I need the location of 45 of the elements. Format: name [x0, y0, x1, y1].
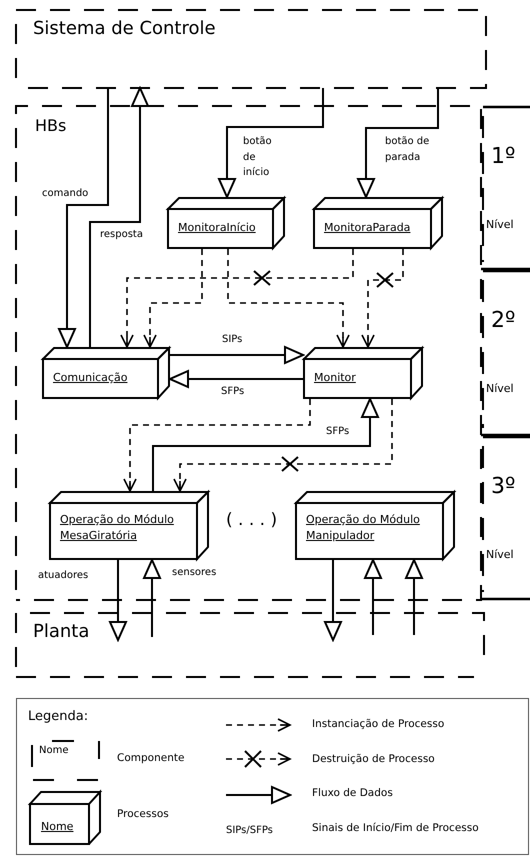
process-name: Operação do Módulo Manipulador	[306, 512, 421, 544]
arrow	[357, 88, 439, 198]
legend-label: Processos	[117, 807, 169, 822]
legend-label: Fluxo de Dados	[312, 786, 393, 801]
dashed-arrow	[143, 249, 203, 348]
level-number: 1º	[491, 144, 516, 170]
arrow	[170, 346, 304, 364]
ellipsis-text: ( . . . )	[226, 509, 278, 532]
edge-label: resposta	[100, 227, 143, 242]
arrow	[143, 559, 161, 637]
arrow	[109, 560, 127, 641]
level-number: 3º	[491, 474, 516, 500]
arrow	[152, 398, 379, 491]
level-label: Nível	[486, 382, 514, 396]
legend-label: Instanciação de Processo	[312, 717, 444, 732]
level-label: Nível	[486, 548, 514, 562]
process-name: Comunicação	[53, 370, 128, 386]
dashed-arrow	[227, 249, 350, 348]
dashed-arrow	[123, 399, 311, 492]
arrow	[58, 88, 109, 348]
legend-label: Destruição de Processo	[312, 752, 435, 767]
component-title: Planta	[33, 621, 90, 643]
sample-text: SIPs/SFPs	[226, 824, 273, 838]
process-name: MonitoraInício	[178, 220, 257, 236]
arrow	[89, 87, 149, 347]
process-name: Operação do Módulo MesaGiratória	[60, 512, 175, 544]
process-name: Monitor	[314, 370, 357, 386]
arrow	[405, 559, 423, 635]
process-name: MonitoraParada	[324, 220, 412, 236]
arrow	[218, 88, 324, 198]
arrow	[169, 370, 303, 388]
component-title: HBs	[35, 116, 66, 136]
level-label: Nível	[486, 218, 514, 232]
sample-text: Nome	[39, 744, 68, 758]
dashed-arrow	[361, 249, 404, 348]
arrow	[364, 559, 382, 635]
component-title: Sistema de Controle	[33, 18, 216, 40]
level-number: 2º	[491, 308, 516, 334]
sample-text: Nome	[41, 819, 74, 835]
legend-title: Legenda:	[28, 708, 88, 726]
legend-label: Componente	[117, 751, 184, 766]
arrow	[324, 560, 342, 641]
legend-label: Sinais de Início/Fim de Processo	[312, 821, 479, 836]
dashed-arrow	[173, 399, 393, 492]
dashed-arrow	[120, 249, 354, 348]
